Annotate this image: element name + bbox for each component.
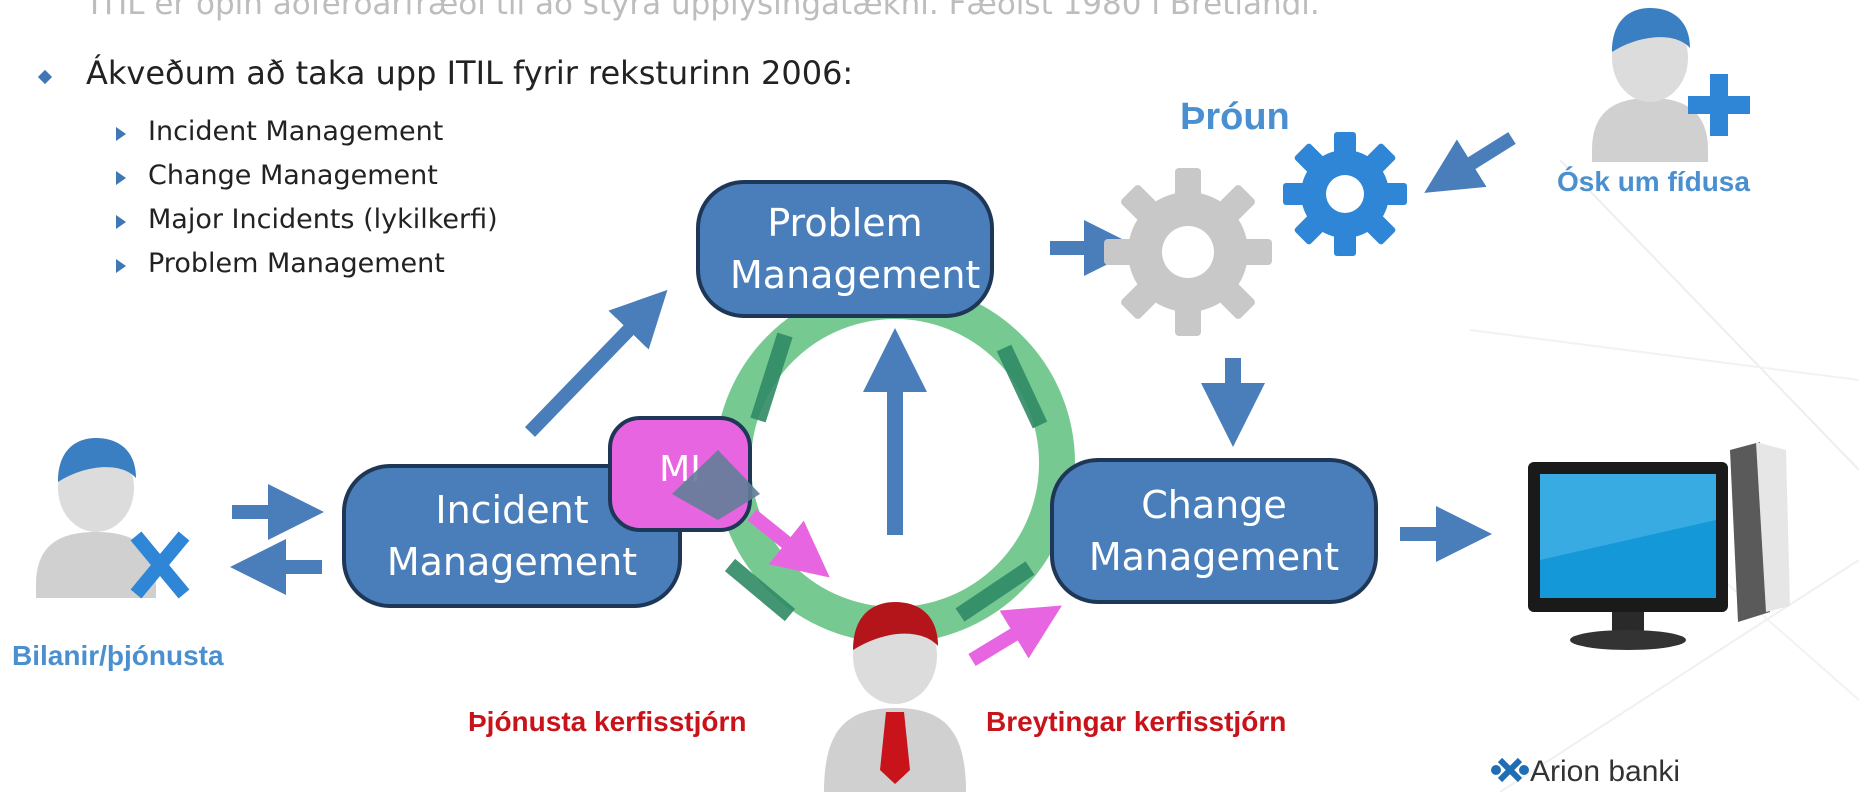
triangle-bullet-icon	[116, 259, 126, 273]
triangle-bullet-icon	[116, 215, 126, 229]
pink-arrow	[968, 605, 1062, 666]
arrow-osk-throun	[1424, 132, 1516, 193]
cycle-arrow	[750, 332, 793, 423]
cycle-arrow	[955, 561, 1035, 622]
thjonusta-kerfisstjorn-label: Þjónusta kerfisstjórn	[468, 706, 747, 737]
box-label: Problem Management	[730, 201, 981, 297]
arrow-incident-problem	[524, 289, 668, 437]
breytingar-kerfisstjorn-label: Breytingar kerfisstjórn	[986, 706, 1287, 737]
sub-item: Change Management	[148, 160, 438, 191]
person-tie-icon	[824, 602, 966, 792]
person-x-icon	[36, 438, 190, 599]
problem-management-box: Problem Management	[696, 180, 994, 318]
sub-item: Problem Management	[148, 248, 445, 279]
brand-name: Arion banki	[1530, 755, 1681, 788]
grey-triangle-icon	[672, 450, 760, 520]
sub-item: Incident Management	[148, 116, 444, 147]
pink-arrow	[747, 509, 830, 578]
box-label: Change Management	[1088, 483, 1340, 579]
gear-icon	[1283, 132, 1407, 256]
gear-icon	[1104, 168, 1272, 336]
throun-label: Þróun	[1180, 96, 1290, 138]
top-line-text: ITIL er opin aðferðarfræði til að stýra …	[90, 0, 1320, 22]
change-management-box: Change Management	[1050, 458, 1378, 604]
cycle-arrow	[996, 344, 1048, 429]
triangle-bullet-icon	[116, 171, 126, 185]
intro-text: Ákveðum að taka upp ITIL fyrir reksturin…	[86, 54, 854, 92]
cycle-arrow	[724, 558, 796, 622]
triangle-bullet-icon	[116, 127, 126, 141]
box-label: Incident Management	[386, 488, 638, 584]
osk-label: Ósk um fídusa	[1557, 166, 1750, 197]
person-add-icon	[1592, 8, 1750, 162]
bilanir-label: Bilanir/þjónusta	[12, 640, 224, 671]
sub-item: Major Incidents (lykilkerfi)	[148, 204, 498, 235]
computer-icon	[1528, 442, 1790, 650]
arion-logo-icon	[1491, 757, 1529, 783]
